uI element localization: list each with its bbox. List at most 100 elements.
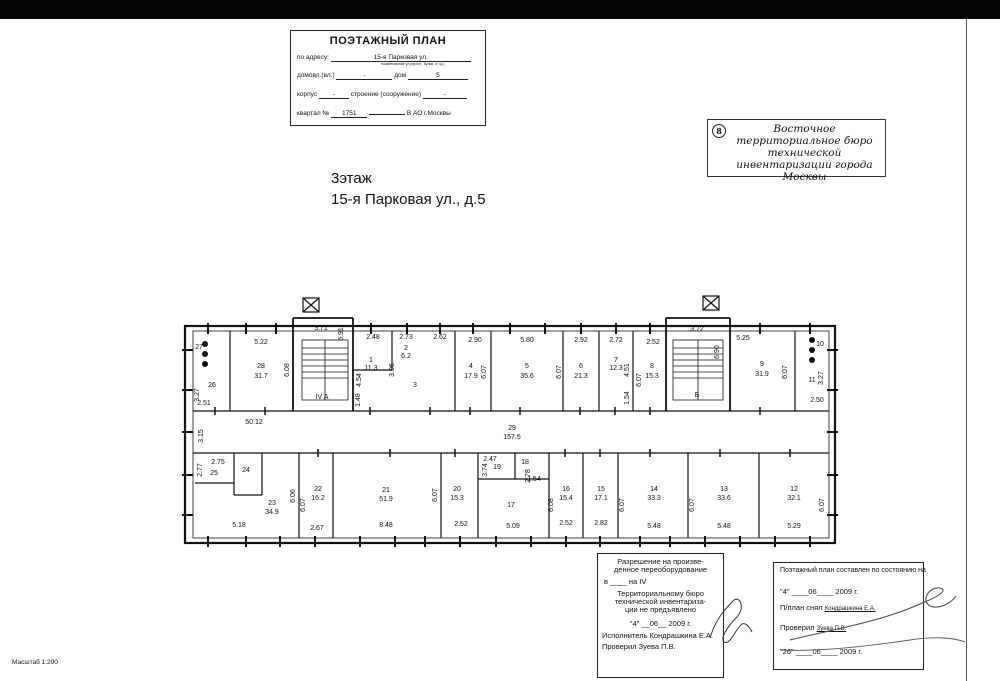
permit-stamp: Разрешение на произве- денное переоборуд… — [597, 553, 724, 678]
top-scan-border — [0, 0, 1000, 19]
room-area: 15.3 — [645, 373, 659, 380]
address-value: 15-я Парковая ул. — [330, 54, 471, 62]
dim-label: 3.71 — [314, 325, 328, 332]
floor-plan-stamp: ПОЭТАЖНЫЙ ПЛАН по адресу: 15-я Парковая … — [290, 30, 486, 126]
room-number: 8 — [650, 363, 654, 370]
room-number: 1 — [369, 357, 373, 364]
kvartal-row: квартал № 1751 В АО г.Москвы — [297, 110, 451, 118]
stamp-title: ПОЭТАЖНЫЙ ПЛАН — [329, 35, 447, 47]
dim-label: 2.48 — [366, 334, 380, 341]
dim-label: 5.22 — [254, 339, 268, 346]
dim-label: 2.52 — [646, 339, 660, 346]
room-number: 4 — [469, 363, 473, 370]
room-number: 5 — [525, 363, 529, 370]
dim-label: 8.48 — [379, 522, 393, 529]
permit-executor: Исполнитель Кондрашкина Е.А. — [602, 631, 714, 640]
room-area: 33.3 — [647, 495, 661, 502]
room-number: 17 — [507, 502, 515, 509]
dim-label: 6.07 — [300, 498, 307, 512]
room-number: 2 — [404, 345, 408, 352]
corridor-area: 157.5 — [503, 434, 521, 441]
domovl-row: домовл.(вл.) - дом 5 — [297, 72, 468, 80]
dim-label: 4.51 — [624, 363, 631, 377]
compiled-taken-by: П/план снял Кондрашкина Е.А. — [780, 603, 876, 612]
dim-label: 3.06 — [389, 363, 396, 377]
dim-label: 5.48 — [717, 523, 731, 530]
room-number: 3 — [413, 382, 417, 389]
dim-label: 1.54 — [527, 476, 541, 483]
room-number: 22 — [314, 486, 322, 493]
room-number: 27 — [195, 344, 203, 351]
address-row: по адресу: 15-я Парковая ул. — [297, 54, 471, 62]
room-area: 34.9 — [265, 509, 279, 516]
signature-scribble-right — [779, 587, 966, 651]
dim-label: 6.08 — [548, 498, 555, 512]
dim-label: 2.52 — [559, 520, 573, 527]
dim-label: 6.07 — [819, 498, 826, 512]
room-number: 12 — [790, 486, 798, 493]
dim-label: 5.09 — [506, 523, 520, 530]
street-note: наименование ул.(просп., бульв. и т.д.) — [381, 62, 445, 66]
dim-label: 1.54 — [624, 391, 631, 405]
room-number: 19 — [493, 464, 501, 471]
dim-label: 5.18 — [232, 522, 246, 529]
dim-label: 2.90 — [468, 337, 482, 344]
room-number: 7 — [614, 357, 618, 364]
korpus-row: корпус - строение (сооружение) - — [297, 91, 467, 99]
dim-label: 2.78 — [525, 469, 532, 483]
signature-scribble-left — [709, 598, 753, 644]
dim-label: 5.48 — [647, 523, 661, 530]
dim-label: 3.72 — [690, 326, 704, 333]
corridor-length: 50.12 — [245, 419, 263, 426]
dim-label: 2.73 — [399, 334, 413, 341]
room-area: 31.7 — [254, 373, 268, 380]
compiled-checked-by: Проверил Зуева П.В. — [780, 623, 847, 632]
room-area: 51.9 — [379, 496, 393, 503]
room-number: 20 — [453, 486, 461, 493]
dim-label: 2.72 — [609, 337, 623, 344]
room-number: 11 — [808, 377, 815, 384]
dim-label: 2.75 — [211, 459, 225, 466]
room-area: 11.3 — [364, 365, 377, 372]
dim-label: 6.08 — [284, 363, 291, 377]
dim-label: 3.74 — [482, 463, 489, 477]
room-area: 21.3 — [574, 373, 588, 380]
room-number: 21 — [382, 487, 390, 494]
stair-b-label: Б — [695, 392, 700, 399]
dim-label: 6.07 — [636, 373, 643, 387]
room-number: 28 — [257, 363, 265, 370]
dim-label: 6.07 — [556, 365, 563, 379]
dim-label: 6.07 — [481, 365, 488, 379]
page-edge-line — [966, 19, 967, 681]
dim-label: 3.27 — [194, 388, 201, 402]
room-number: 14 — [650, 486, 658, 493]
floor-title: 3этаж — [331, 170, 372, 187]
room-number: 10 — [816, 341, 824, 348]
dim-label: 5.80 — [520, 337, 534, 344]
room-number: 13 — [720, 486, 728, 493]
room-number: 16 — [562, 486, 570, 493]
dim-label: 6.06 — [290, 489, 297, 503]
room-area: 32.1 — [787, 495, 801, 502]
dim-label: 4.54 — [356, 373, 363, 387]
room-number: 6 — [579, 363, 583, 370]
bti-stamp-text: Восточное территориальное бюро техническ… — [736, 123, 873, 183]
dim-label: 2.47 — [483, 456, 497, 463]
dim-label: 6.07 — [689, 498, 696, 512]
bti-stamp: 8 Восточное территориальное бюро техниче… — [707, 119, 886, 183]
room-area: 15.3 — [450, 495, 464, 502]
dim-label: 1.48 — [355, 393, 362, 407]
dim-label: 2.67 — [310, 525, 324, 532]
dim-label: 6.07 — [619, 498, 626, 512]
dim-label: 6.91 — [338, 327, 345, 341]
permit-checker: Проверил Зуева П.В. — [602, 642, 676, 651]
room-number: 24 — [242, 467, 250, 474]
room-number: 25 — [210, 470, 218, 477]
dim-label: 2.51 — [197, 400, 211, 407]
room-area: 35.6 — [520, 373, 534, 380]
compiled-date-2: "26" ____06____ 2009 г. — [780, 647, 863, 656]
dim-label: 5.25 — [736, 335, 750, 342]
dim-label: 2.52 — [454, 521, 468, 528]
room-area: 17.9 — [464, 373, 478, 380]
